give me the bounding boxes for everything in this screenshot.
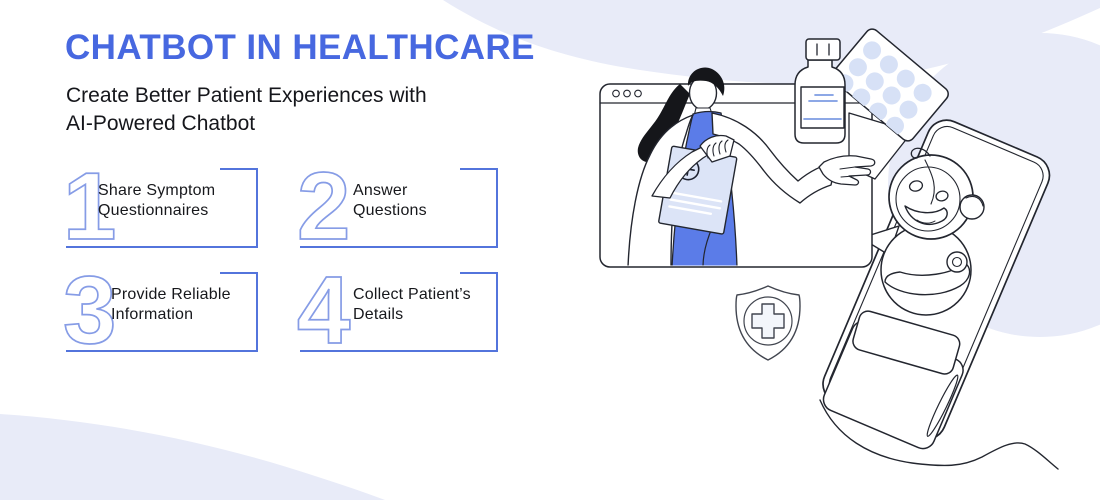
pill-blister-pack bbox=[831, 28, 949, 142]
robot-face-line bbox=[924, 159, 935, 205]
medical-shield-cross bbox=[735, 285, 801, 361]
decorative-wave-line bbox=[819, 399, 1059, 470]
step-frame bbox=[66, 168, 258, 248]
step-number-outline: 2 bbox=[296, 168, 351, 246]
chatbot-robot bbox=[860, 147, 985, 316]
step-frame bbox=[300, 168, 498, 248]
svg-text:2: 2 bbox=[297, 168, 350, 246]
step-item-2: 2 Answer Questions bbox=[296, 168, 498, 248]
robot-eye-right bbox=[935, 190, 949, 202]
doctor-hair bbox=[687, 67, 725, 96]
step-label: Provide Reliable Information bbox=[111, 286, 231, 323]
page-title: CHATBOT IN HEALTHCARE bbox=[65, 28, 535, 67]
svg-text:1: 1 bbox=[63, 168, 116, 246]
blob-top bbox=[443, 0, 1100, 84]
doctor-with-prescription bbox=[627, 67, 876, 266]
step-item-1: 1 Share Symptom Questionnaires bbox=[62, 168, 258, 248]
doctor-ponytail bbox=[637, 84, 690, 163]
step-label: Collect Patient’s Details bbox=[353, 286, 471, 323]
step-number-outline: 4 bbox=[296, 272, 351, 350]
medicine-bottle bbox=[794, 38, 846, 144]
robot-antenna bbox=[910, 147, 931, 159]
step-frame bbox=[66, 272, 258, 352]
step-number-outline: 1 bbox=[62, 168, 117, 246]
doctor-right-sleeve bbox=[711, 112, 837, 204]
subtitle-line-1: Create Better Patient Experiences with bbox=[66, 84, 427, 107]
step-label: Share Symptom Questionnaires bbox=[98, 182, 216, 219]
step-item-4: 4 Collect Patient’s Details bbox=[296, 272, 498, 352]
doctor-hand-open bbox=[818, 155, 876, 186]
svg-text:4: 4 bbox=[297, 272, 350, 350]
step-label: Answer Questions bbox=[353, 182, 427, 219]
bottle-cap bbox=[805, 38, 841, 61]
step-number-outline: 3 bbox=[62, 272, 117, 350]
svg-text:3: 3 bbox=[63, 272, 116, 350]
robot-mouth bbox=[904, 205, 948, 225]
robot-eye-left bbox=[908, 180, 924, 192]
step-item-3: 3 Provide Reliable Information bbox=[62, 272, 258, 352]
window-traffic-dots bbox=[612, 89, 642, 98]
shield-cross bbox=[751, 303, 785, 339]
robot-ear bbox=[959, 194, 985, 220]
phone-card bbox=[852, 310, 961, 375]
blob-bottom-left bbox=[0, 414, 385, 500]
subtitle-line-2: AI-Powered Chatbot bbox=[66, 112, 256, 135]
bottle-label bbox=[800, 86, 845, 129]
step-frame bbox=[300, 272, 498, 352]
page-subtitle: Create Better Patient Experiences with A… bbox=[66, 82, 427, 138]
phone-slot bbox=[926, 374, 959, 437]
